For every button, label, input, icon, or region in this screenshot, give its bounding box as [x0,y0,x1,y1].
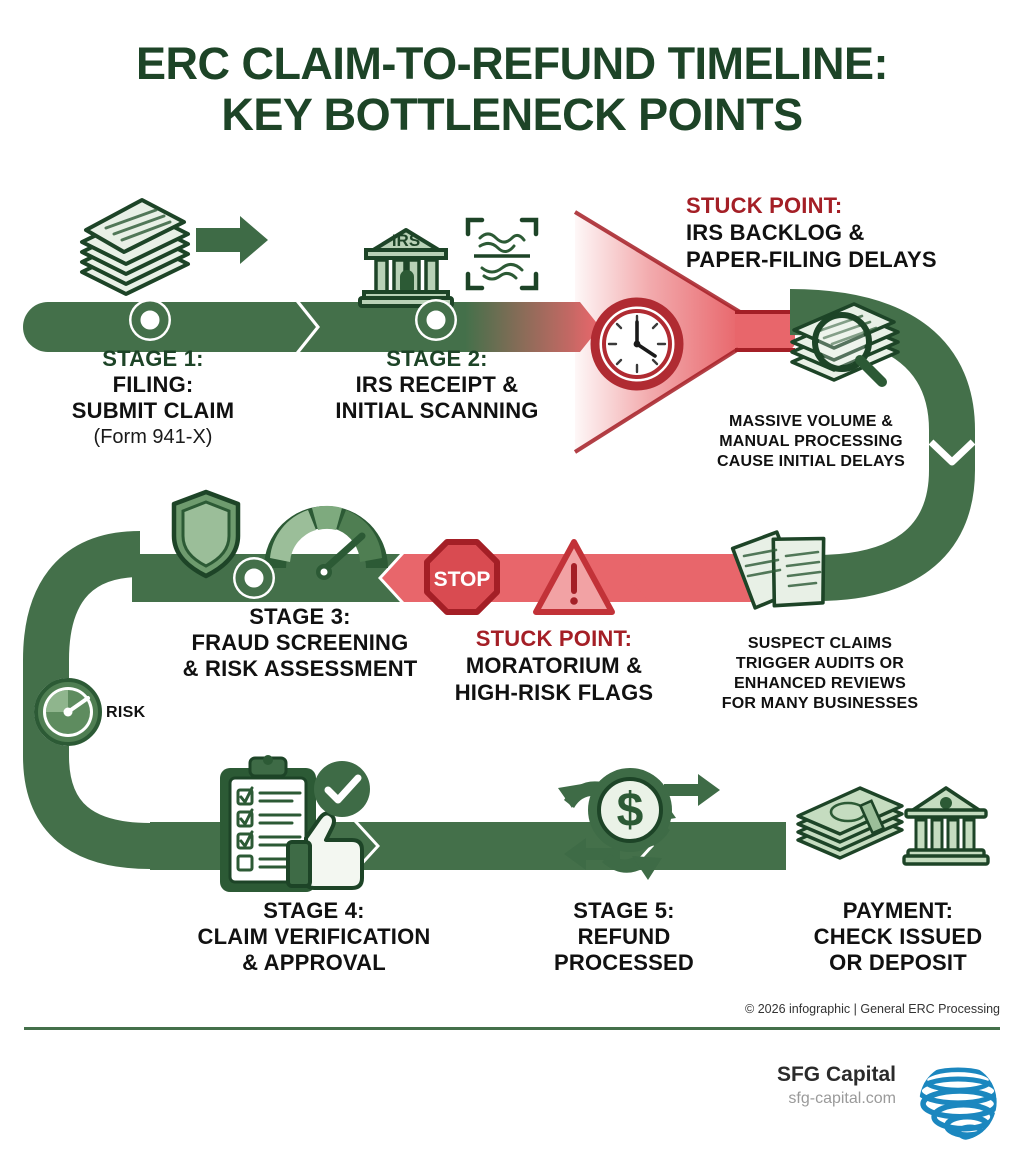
stage-5-label: STAGE 5: REFUND PROCESSED [518,898,730,976]
stop-sign-icon: STOP [424,539,500,615]
svg-text:$: $ [617,784,644,837]
stage-1-sub: (Form 941-X) [93,426,213,448]
stop-sign-label: STOP [434,568,491,591]
arrow-right-icon [196,216,268,264]
note-initial-delays-line-1: MASSIVE VOLUME & [728,413,894,430]
bank-icon [902,786,990,866]
title-line-1: ERC CLAIM-TO-REFUND TIMELINE: [135,38,889,89]
timeline-row-1-band [23,302,600,352]
note-initial-delays: MASSIVE VOLUME & MANUAL PROCESSING CAUSE… [680,412,942,472]
footer-divider [24,1027,1000,1030]
risk-gauge-icon [264,505,388,580]
note-suspect-claims-line-2: TRIGGER AUDITS OR [735,655,905,672]
thumbs-up-icon [286,811,364,890]
payment-desc-1: CHECK ISSUED [813,924,983,949]
stage-4-desc-1: CLAIM VERIFICATION [197,924,431,949]
stage-1-number: STAGE 1: [102,346,204,371]
stuck-point-1-label: STUCK POINT: IRS BACKLOG & PAPER-FILING … [686,192,1016,273]
suspect-documents-icon [730,530,826,610]
sfg-capital-globe-logo [919,1063,997,1141]
stage-node-2 [415,299,457,341]
cash-stack-icon [796,786,904,860]
title-line-2: KEY BOTTLENECK POINTS [221,89,803,140]
brand-name: SFG Capital [776,1063,896,1086]
stage-3-desc-1: FRAUD SCREENING [191,630,409,655]
stage-1-label: STAGE 1: FILING: SUBMIT CLAIM (Form 941-… [28,346,278,450]
warning-triangle-icon [533,539,615,615]
brand-url[interactable]: sfg-capital.com [788,1090,896,1107]
stage-node-3 [233,557,275,599]
note-suspect-claims-line-4: FOR MANY BUSINESSES [721,695,919,712]
stage-2-desc-1: IRS RECEIPT & [355,372,519,397]
payment-number: PAYMENT: [842,898,954,923]
stuck-point-1-head: STUCK POINT: [686,193,843,218]
page-title: ERC CLAIM-TO-REFUND TIMELINE: KEY BOTTLE… [0,38,1024,140]
brand-block: SFG Capital sfg-capital.com [777,1062,896,1110]
stuck-point-1-body-2: PAPER-FILING DELAYS [686,247,937,272]
irs-building-label: IRS [392,231,420,250]
risk-gauge-label: RISK [106,704,146,721]
stage-node-1 [129,299,171,341]
stuck-point-2-head: STUCK POINT: [475,626,633,651]
stuck-point-1-body-1: IRS BACKLOG & [686,220,865,245]
documents-stack-icon [80,198,190,296]
stage-5-desc-1: REFUND [577,924,671,949]
note-suspect-claims: SUSPECT CLAIMS TRIGGER AUDITS OR ENHANCE… [694,634,946,714]
stage-3-desc-2: & RISK ASSESSMENT [182,656,418,681]
stage-2-label: STAGE 2: IRS RECEIPT & INITIAL SCANNING [306,346,568,424]
check-circle-icon [314,761,370,817]
stuck-point-2-body-2: HIGH-RISK FLAGS [454,680,654,705]
stage-4-desc-2: & APPROVAL [242,950,386,975]
stage-4-number: STAGE 4: [263,898,365,923]
payment-label: PAYMENT: CHECK ISSUED OR DEPOSIT [786,898,1010,976]
irs-building-icon: IRS [358,228,454,308]
stage-1-desc-2: SUBMIT CLAIM [71,398,235,423]
stage-4-label: STAGE 4: CLAIM VERIFICATION & APPROVAL [168,898,460,976]
note-suspect-claims-line-1: SUSPECT CLAIMS [747,635,893,652]
risk-dial-icon [34,678,102,746]
stage-5-number: STAGE 5: [573,898,675,923]
stage-3-label: STAGE 3: FRAUD SCREENING & RISK ASSESSME… [140,604,460,682]
shield-icon [171,489,241,579]
dollar-coin-refresh-icon: $ [558,768,720,880]
stage-1-desc-1: FILING: [112,372,194,397]
stage-5-desc-2: PROCESSED [554,950,694,975]
stage-2-number: STAGE 2: [386,346,488,371]
copyright-text: © 2026 infographic | General ERC Process… [745,1002,1000,1016]
scan-document-icon [465,217,539,291]
clock-icon [590,297,684,391]
stuck-point-2-body-1: MORATORIUM & [465,653,643,678]
stuck-point-2-label: STUCK POINT: MORATORIUM & HIGH-RISK FLAG… [418,625,690,706]
flow-curve-left [23,531,172,869]
magnifier-papers-icon [790,302,900,387]
note-initial-delays-line-2: MANUAL PROCESSING [719,433,903,450]
payment-desc-2: OR DEPOSIT [829,950,967,975]
stage-2-desc-2: INITIAL SCANNING [335,398,539,423]
note-initial-delays-line-3: CAUSE INITIAL DELAYS [716,453,906,470]
stage-3-number: STAGE 3: [249,604,351,629]
note-suspect-claims-line-3: ENHANCED REVIEWS [733,675,907,692]
clipboard-checklist-icon [220,755,364,892]
